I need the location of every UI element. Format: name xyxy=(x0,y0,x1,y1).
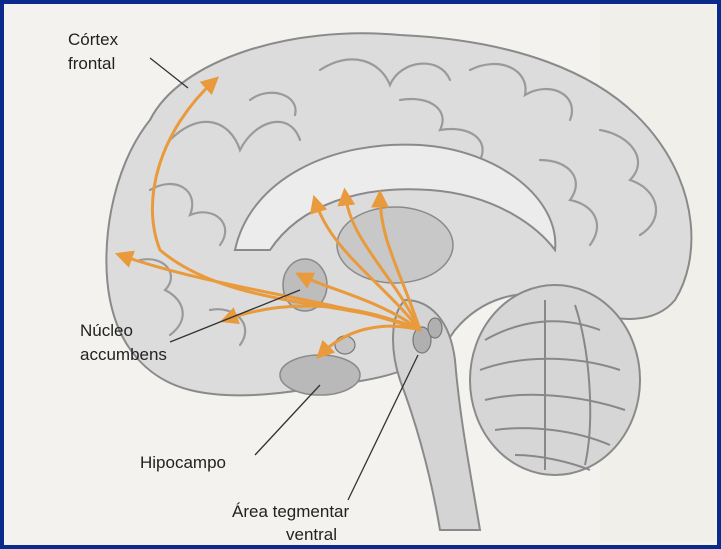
label-cortex-frontal-2: frontal xyxy=(68,54,115,73)
label-cortex-frontal-1: Córtex xyxy=(68,30,119,49)
hippocampus xyxy=(280,355,360,395)
vta-region-2 xyxy=(428,318,442,338)
label-nucleo-accumbens-1: Núcleo xyxy=(80,321,133,340)
label-area-tegmentar-1: Área tegmentar xyxy=(232,502,350,521)
cerebellum xyxy=(470,285,640,475)
thalamus xyxy=(337,207,453,283)
mammillary-body xyxy=(335,336,355,354)
label-hipocampo: Hipocampo xyxy=(140,453,226,472)
brain-diagram: Córtex frontal Núcleo accumbens Hipocamp… xyxy=(4,4,717,545)
label-nucleo-accumbens-2: accumbens xyxy=(80,345,167,364)
label-area-tegmentar-2: ventral xyxy=(286,525,337,544)
